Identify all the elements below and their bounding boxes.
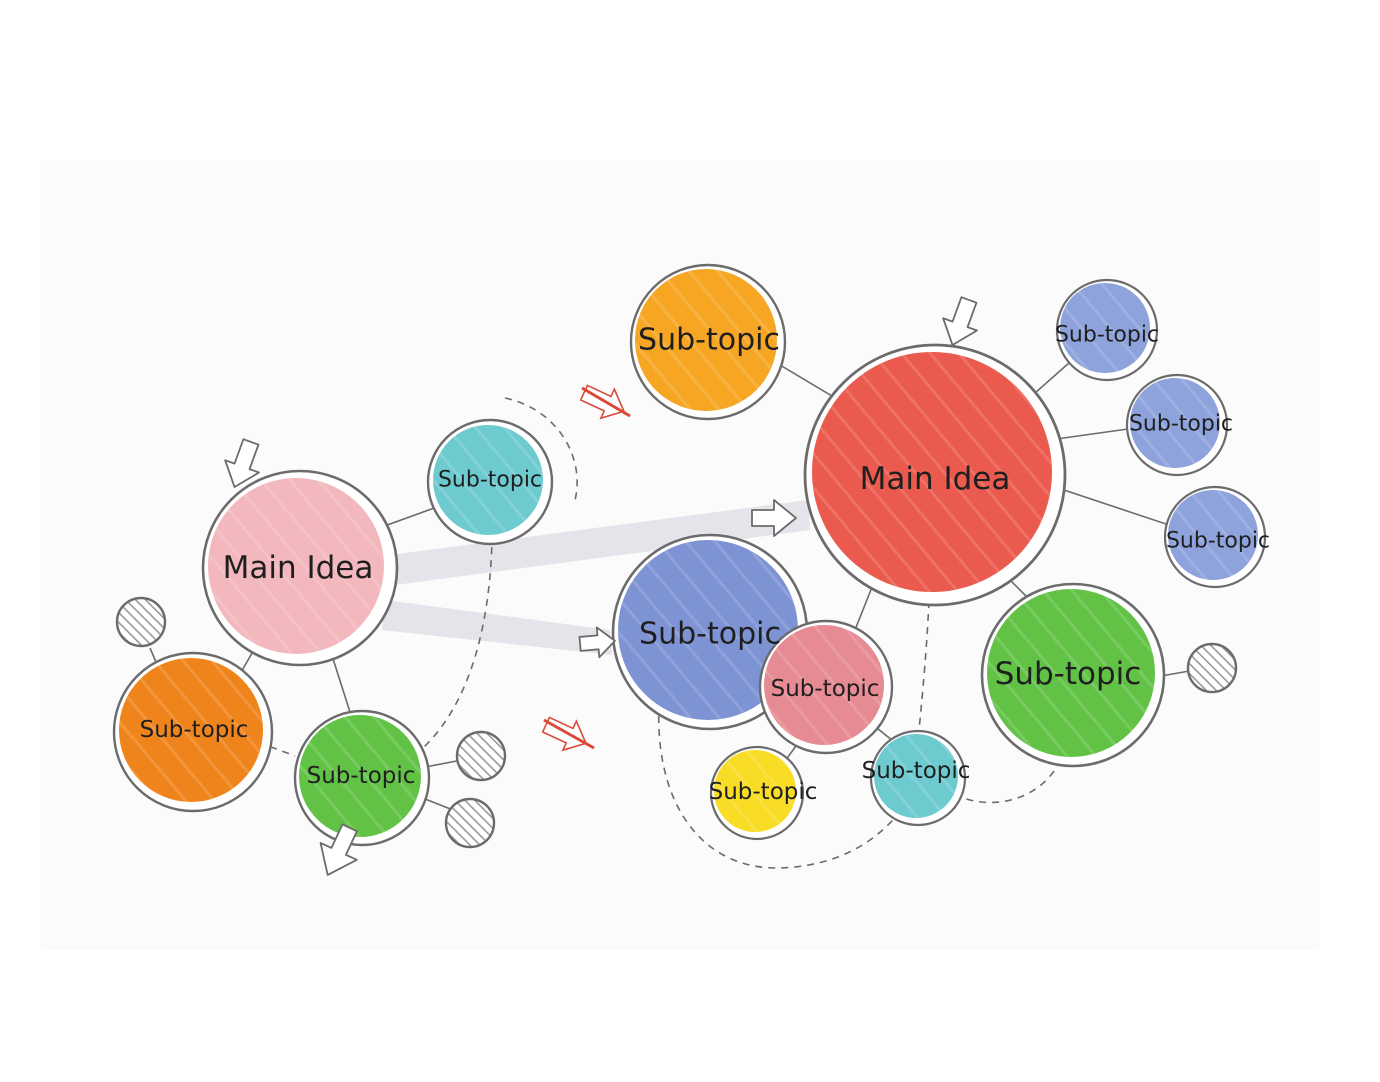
dashed-green-to-teal: [414, 501, 500, 756]
node-blue-r3[interactable]: [1163, 485, 1267, 589]
blocked-arrow-icon: [579, 384, 631, 420]
main-idea-right-label: Main Idea: [860, 461, 1011, 497]
dashed-arc-top: [504, 397, 578, 501]
dashed-main-to-teal: [917, 574, 931, 741]
subtopic-yellow-small-label: Sub-topic: [709, 779, 818, 805]
hatched-dots: [115, 596, 1238, 849]
hatched-circle-icon: [1186, 642, 1238, 694]
node-yellow-small[interactable]: [709, 745, 805, 841]
subtopic-rose-mid-label: Sub-topic: [771, 676, 880, 702]
node-green-left[interactable]: [293, 709, 431, 847]
hollow-arrow-icon: [224, 438, 260, 488]
hollow-arrow-icon: [578, 626, 616, 659]
subtopic-blue-r1-label: Sub-topic: [1055, 323, 1159, 348]
node-labels: Main Idea Sub-topic Sub-topic Sub-topic …: [140, 323, 1270, 806]
node-blue-big[interactable]: [611, 533, 809, 731]
band-main-to-main: [390, 500, 810, 585]
dashed-links: [257, 397, 1069, 869]
hollow-arrow-icon: [942, 296, 978, 346]
node-main-left[interactable]: [201, 469, 399, 667]
blocked-arrow-icon: [541, 716, 595, 752]
subtopic-green-right-label: Sub-topic: [995, 656, 1142, 692]
subtopic-green-left-label: Sub-topic: [307, 763, 416, 789]
subtopic-blue-r2-label: Sub-topic: [1129, 412, 1233, 437]
subtopic-teal-small-label: Sub-topic: [862, 758, 971, 784]
node-teal-small[interactable]: [869, 729, 967, 827]
node-orange-left[interactable]: [112, 651, 274, 813]
dashed-blue-loop: [658, 689, 906, 869]
node-blue-r2[interactable]: [1125, 373, 1229, 477]
node-rose-mid[interactable]: [758, 619, 894, 755]
node-main-right[interactable]: [803, 343, 1067, 607]
hollow-arrow-icon: [751, 499, 797, 537]
node-blue-r1[interactable]: [1055, 278, 1159, 382]
node-teal-top[interactable]: [426, 418, 554, 546]
connector-bands: [382, 500, 810, 655]
blocked-arrows: [541, 384, 631, 752]
hollow-arrows: [224, 296, 978, 876]
subtopic-orange-left-label: Sub-topic: [140, 717, 249, 743]
subtopic-orange-top-label: Sub-topic: [638, 323, 780, 358]
band-main-to-blue: [382, 600, 612, 655]
hatched-circle-icon: [115, 596, 167, 648]
main-idea-left-label: Main Idea: [223, 550, 374, 586]
subtopic-teal-top-label: Sub-topic: [438, 468, 542, 493]
subtopic-blue-big-label: Sub-topic: [639, 617, 781, 652]
hollow-arrow-icon: [319, 823, 358, 876]
hatched-circle-icon: [444, 797, 496, 849]
hatched-circle-icon: [455, 730, 507, 782]
subtopic-blue-r3-label: Sub-topic: [1166, 529, 1270, 554]
node-green-right[interactable]: [980, 582, 1166, 768]
node-orange-top[interactable]: [629, 263, 787, 421]
